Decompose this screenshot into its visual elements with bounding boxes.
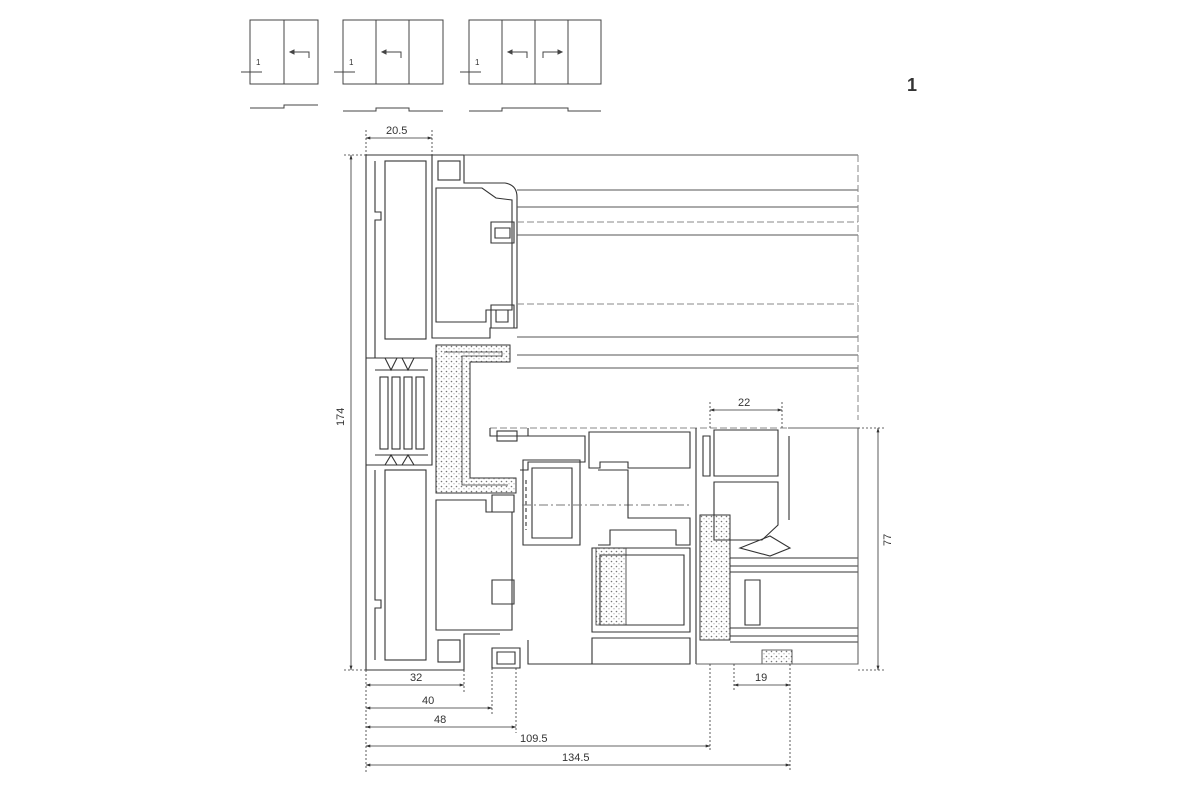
dim-174: 174 [335,408,347,426]
dim-22: 22 [738,397,750,409]
dim-77: 77 [882,534,894,546]
dim-48: 48 [434,714,446,726]
dim-40: 40 [422,695,434,707]
dimensions [344,130,886,772]
fixed-glazing [464,154,859,420]
dim-20-5: 20.5 [386,125,407,137]
sheet-number: 1 [907,75,917,95]
dimension-labels: 20.5 174 22 77 32 40 48 19 109.5 134.5 [335,125,894,764]
dim-32: 32 [410,672,422,684]
frame-profile [365,154,518,671]
dim-109-5: 109.5 [520,733,548,745]
scheme-label: 1 [256,58,261,67]
opening-scheme-3-panel: 1 [334,19,444,112]
dim-134-5: 134.5 [562,752,590,764]
scheme-label: 1 [475,58,480,67]
opening-scheme-2-panel: 1 [241,19,319,109]
opening-scheme-4-panel: 1 [460,19,602,112]
scheme-label: 1 [349,58,354,67]
thermal-insulation [435,344,793,665]
dim-19: 19 [755,672,767,684]
sash-profile [489,427,859,669]
